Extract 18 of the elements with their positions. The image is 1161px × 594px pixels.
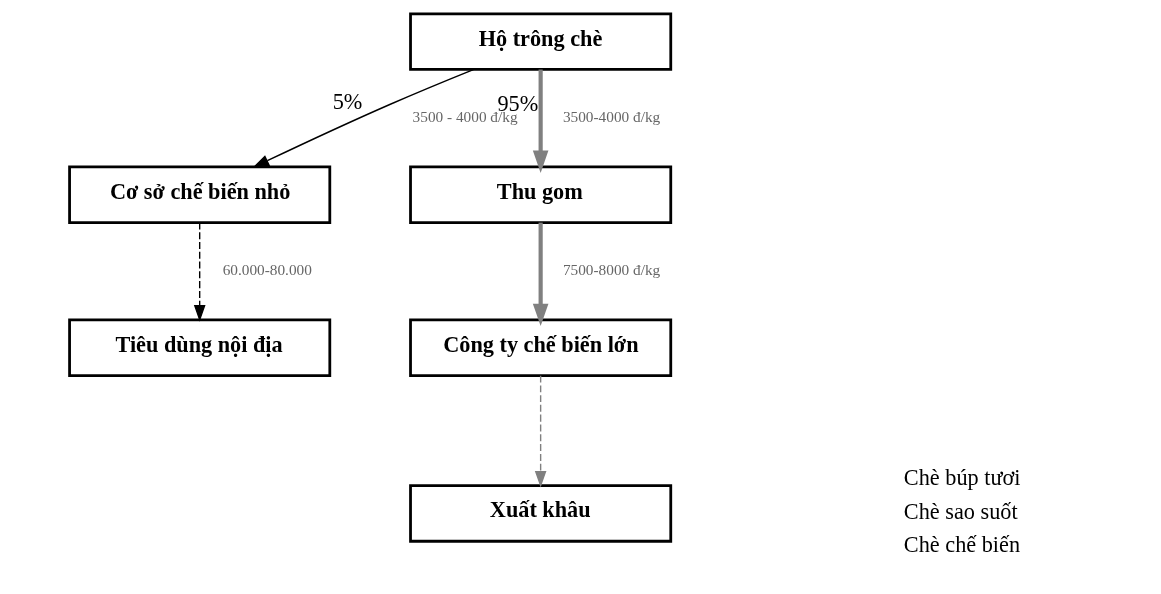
- edge-label: 60.000-80.000: [222, 261, 312, 279]
- arrow: [532, 222, 548, 326]
- node-box: Xuất khâu: [408, 484, 672, 543]
- node-box: Công ty chế biến lớn: [408, 318, 672, 377]
- node-box: Thu gom: [408, 165, 672, 224]
- legend-label: Chè búp tươi: [903, 465, 1020, 491]
- legend-label: Chè chế biến: [903, 532, 1020, 558]
- node-box: Cơ sở chế biến nhỏ: [67, 165, 331, 224]
- node-box: Hộ trông chè: [408, 12, 672, 71]
- edge-label: 7500-8000 đ/kg: [562, 261, 660, 279]
- arrow: [532, 69, 548, 173]
- arrow: [252, 68, 474, 168]
- label: 5%: [332, 88, 362, 114]
- legend-label: Chè sao suốt: [903, 498, 1018, 524]
- arrow: [534, 375, 546, 488]
- node-box: Tiêu dùng nội địa: [67, 318, 331, 377]
- edge-label: 3500-4000 đ/kg: [562, 108, 660, 126]
- arrow: [193, 221, 206, 322]
